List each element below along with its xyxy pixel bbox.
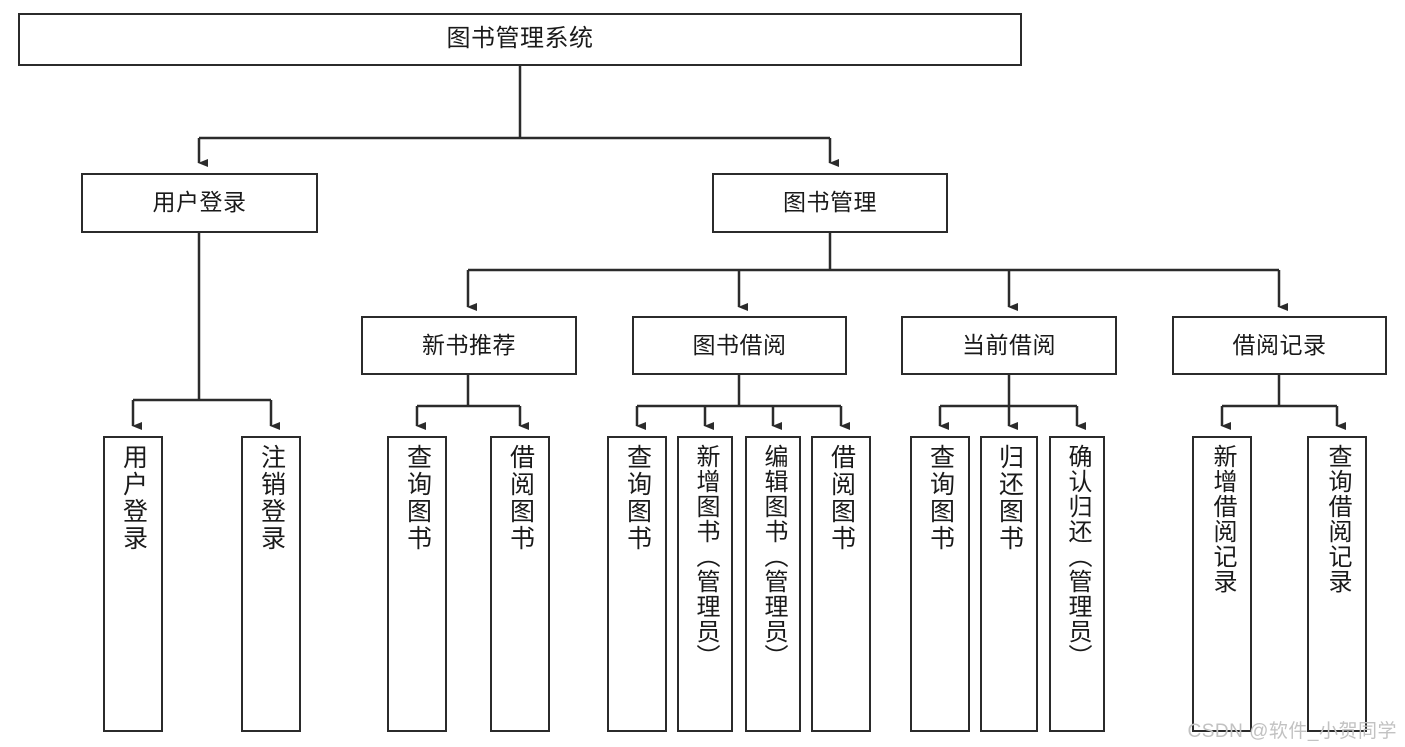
leaf-borrow-book-recommend[interactable]: 借阅图书: [490, 436, 550, 732]
leaf-user-login[interactable]: 用户登录: [103, 436, 163, 732]
node-root-system[interactable]: 图书管理系统: [18, 13, 1022, 66]
node-label: 查询图书: [403, 444, 432, 552]
leaf-add-book-admin[interactable]: 新增图书（管理员）: [677, 436, 733, 732]
node-label: 用户登录: [152, 189, 247, 216]
leaf-confirm-return-admin[interactable]: 确认归还（管理员）: [1049, 436, 1105, 732]
node-label: 查询图书: [623, 444, 652, 552]
node-label: 编辑图书（管理员）: [760, 444, 787, 669]
leaf-add-borrow-record[interactable]: 新增借阅记录: [1192, 436, 1252, 732]
node-label: 用户登录: [119, 444, 148, 552]
leaf-edit-book-admin[interactable]: 编辑图书（管理员）: [745, 436, 801, 732]
node-label: 注销登录: [257, 444, 286, 552]
node-label: 借阅图书: [506, 444, 535, 552]
leaf-borrow-book[interactable]: 借阅图书: [811, 436, 871, 732]
leaf-user-logout[interactable]: 注销登录: [241, 436, 301, 732]
node-label: 当前借阅: [962, 331, 1056, 358]
node-book-management[interactable]: 图书管理: [712, 173, 948, 233]
node-label: 新增借阅记录: [1209, 444, 1236, 594]
node-label: 图书管理系统: [446, 25, 594, 53]
leaf-return-book[interactable]: 归还图书: [980, 436, 1038, 732]
node-label: 查询图书: [926, 444, 955, 552]
node-borrow-record[interactable]: 借阅记录: [1172, 316, 1387, 375]
node-label: 新书推荐: [422, 331, 516, 358]
leaf-query-book-current[interactable]: 查询图书: [910, 436, 970, 732]
leaf-query-borrow-record[interactable]: 查询借阅记录: [1307, 436, 1367, 732]
node-book-borrow[interactable]: 图书借阅: [632, 316, 847, 375]
node-label: 新增图书（管理员）: [692, 444, 719, 669]
node-label: 查询借阅记录: [1324, 444, 1351, 594]
node-user-login[interactable]: 用户登录: [81, 173, 318, 233]
node-label: 图书借阅: [692, 331, 787, 358]
node-label: 归还图书: [995, 444, 1024, 552]
leaf-query-book-borrow[interactable]: 查询图书: [607, 436, 667, 732]
node-current-borrow[interactable]: 当前借阅: [901, 316, 1117, 375]
leaf-query-book-recommend[interactable]: 查询图书: [387, 436, 447, 732]
node-label: 借阅记录: [1232, 331, 1327, 358]
node-label: 确认归还（管理员）: [1064, 444, 1091, 669]
node-label: 图书管理: [783, 189, 877, 216]
node-label: 借阅图书: [827, 444, 856, 552]
node-new-book-recommend[interactable]: 新书推荐: [361, 316, 577, 375]
watermark-text: CSDN @软件_小贺同学: [1187, 721, 1397, 742]
